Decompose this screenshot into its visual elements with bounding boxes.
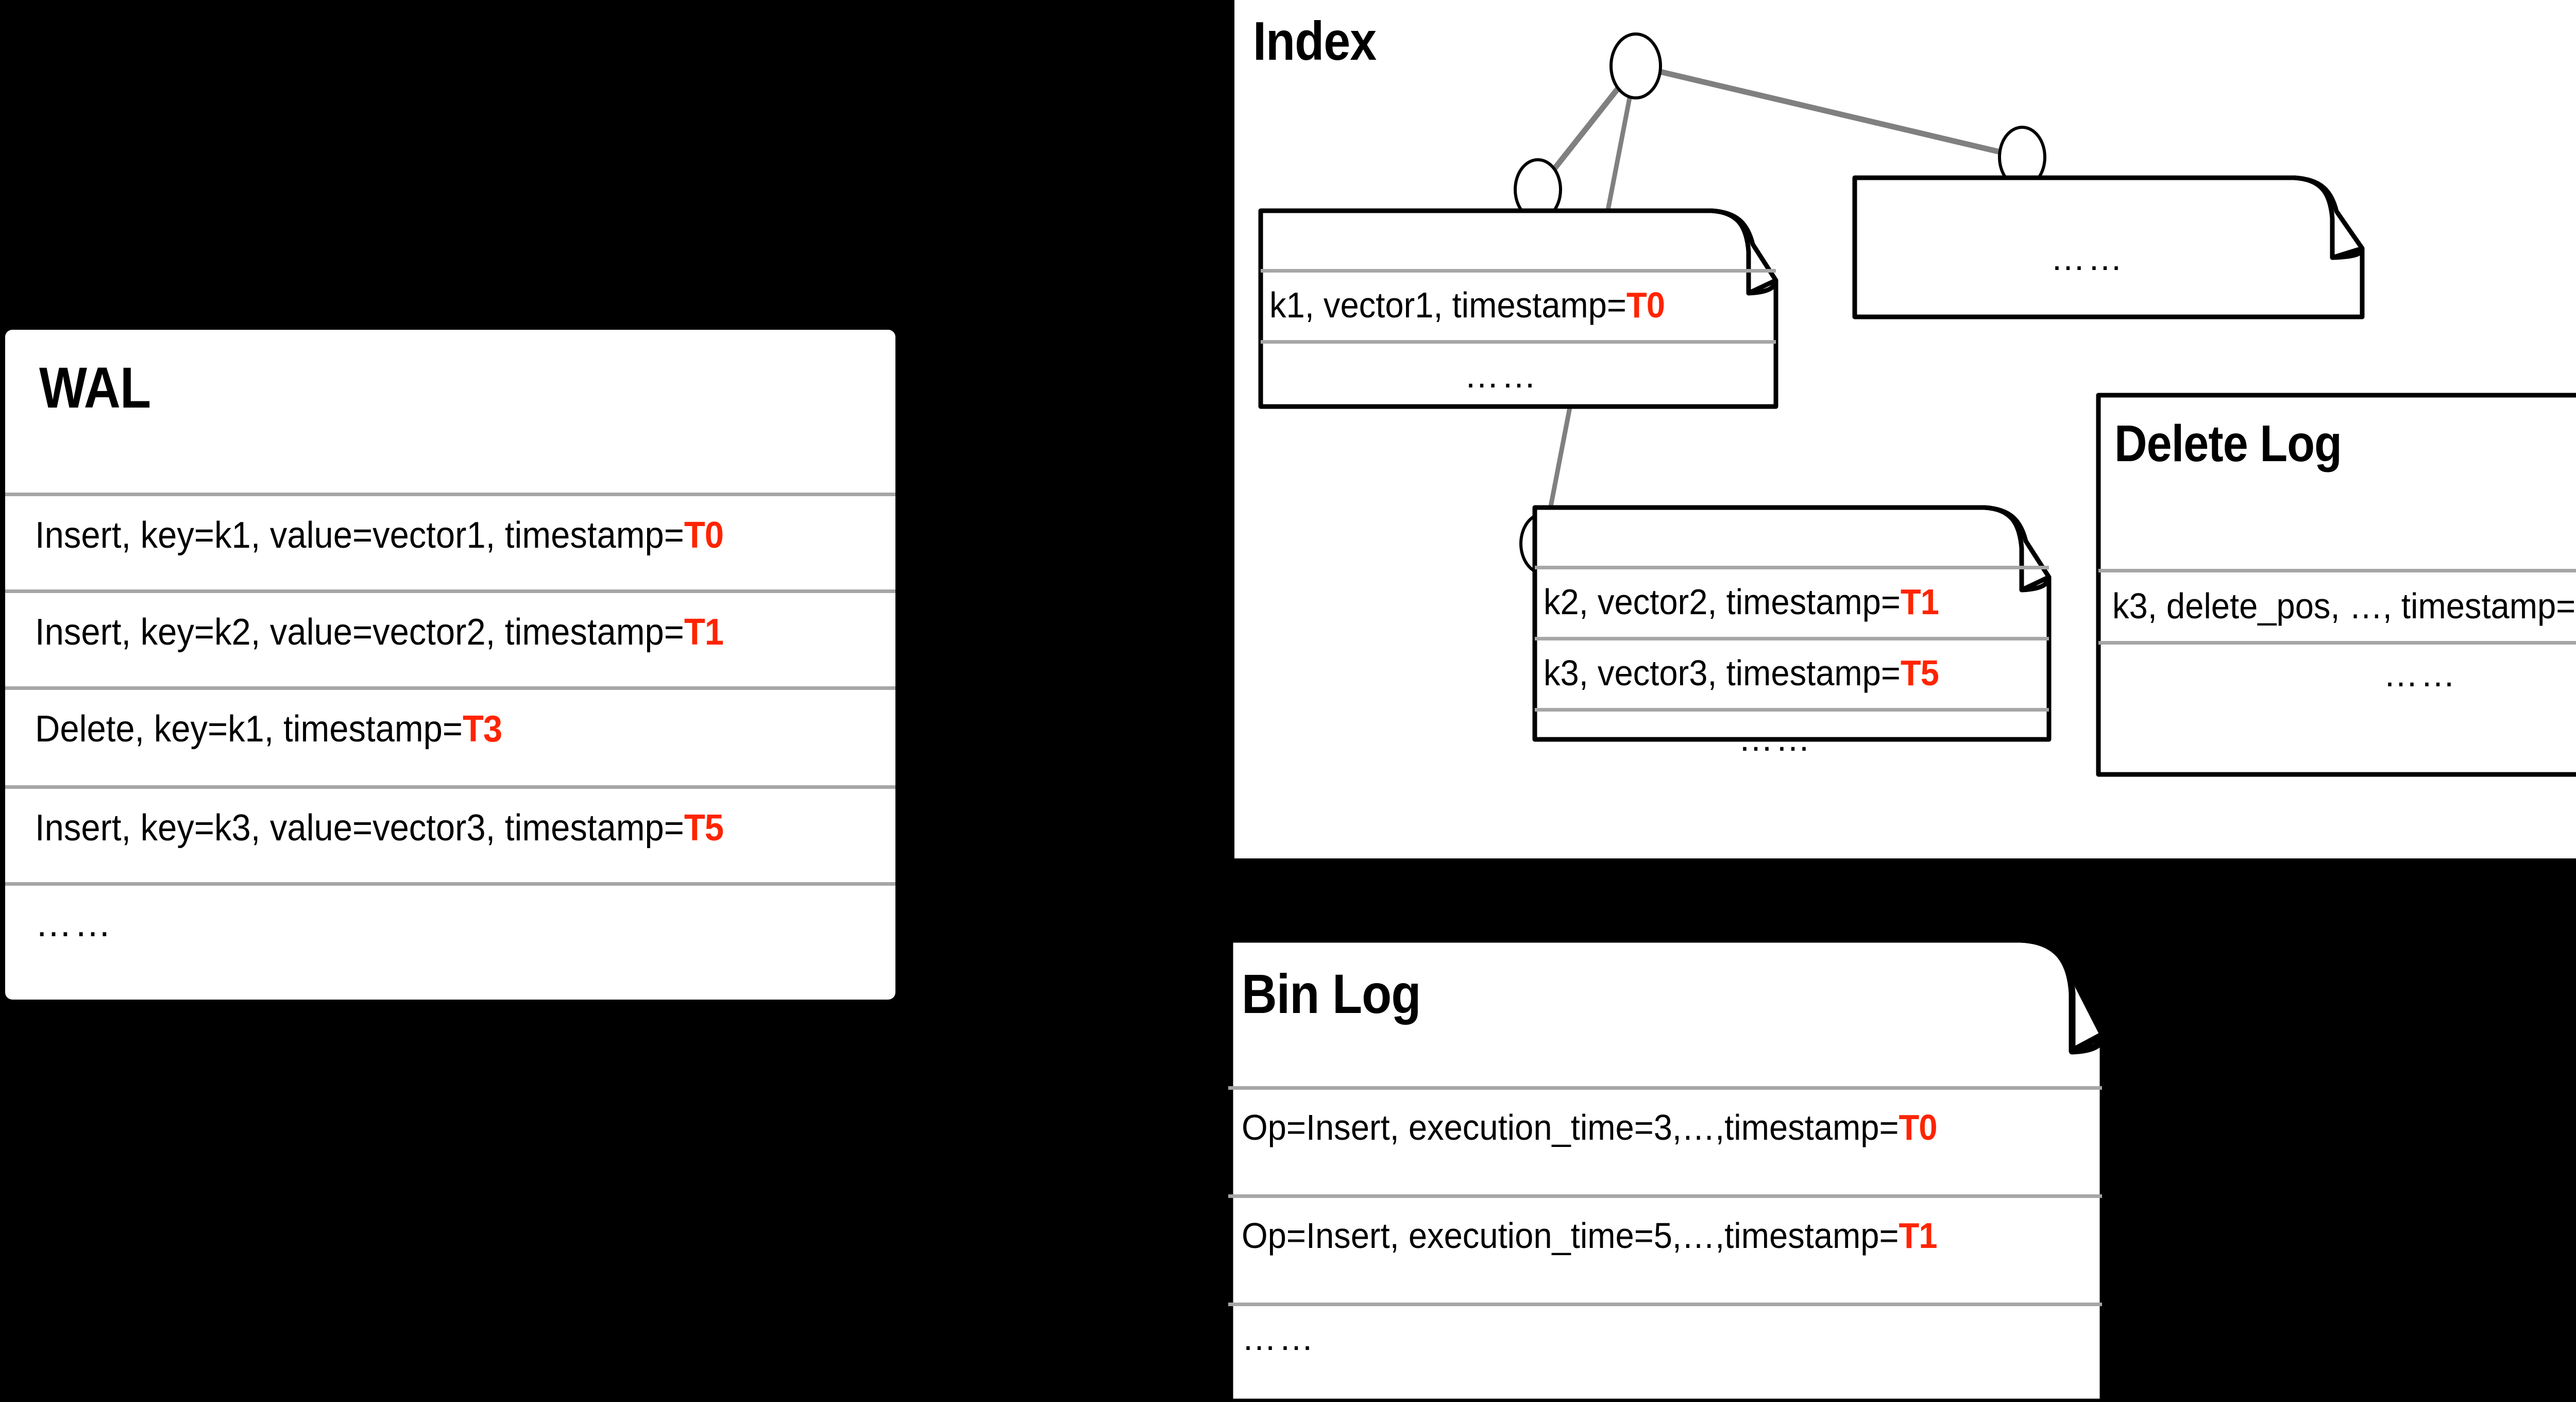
wal-row-3-text: Delete, key=k1, timestamp=: [35, 708, 463, 750]
wal-title: WAL: [39, 356, 151, 420]
bin-log-divider: [1228, 1303, 2102, 1306]
wal-divider: [5, 785, 895, 789]
wal-row-4-text: Insert, key=k3, value=vector3, timestamp…: [35, 807, 684, 849]
wal-row-3: Delete, key=k1, timestamp=T3: [35, 708, 502, 750]
root-node: [1609, 32, 1662, 99]
wal-row-1-text: Insert, key=k1, value=vector1, timestamp…: [35, 515, 684, 556]
delete-log-divider: [2098, 641, 2576, 645]
index-card-k2-k3-row-2: k3, vector3, timestamp=T5: [1544, 652, 1939, 694]
index-card-k1-divider: [1261, 340, 1776, 344]
index-title: Index: [1253, 11, 1377, 72]
index-card-ellipsis: ……: [1852, 175, 2365, 319]
bin-log-row-1: Op=Insert, execution_time=3,…,timestamp=…: [1242, 1107, 1938, 1148]
index-card-k1-row-1: k1, vector1, timestamp=T0: [1269, 284, 1665, 326]
index-card-ellipsis-dots: ……: [2050, 239, 2125, 278]
index-card-k1-divider: [1261, 269, 1776, 273]
wal-row-2-timestamp: T1: [684, 612, 724, 653]
delete-log-title: Delete Log: [2114, 415, 2342, 472]
wal-row-3-timestamp: T3: [462, 708, 502, 750]
bin-log-row-1-timestamp: T0: [1899, 1107, 1937, 1147]
index-card-k1-row-1-timestamp: T0: [1626, 285, 1665, 325]
index-card-k1-row-1-text: k1, vector1, timestamp=: [1269, 285, 1626, 325]
index-card-k2-k3-row-1-timestamp: T1: [1900, 582, 1939, 622]
bin-log-divider: [1228, 1086, 2102, 1090]
bin-log-title: Bin Log: [1242, 962, 1421, 1025]
index-card-k1-ellipsis: ……: [1464, 356, 1538, 395]
bin-log-divider: [1228, 1194, 2102, 1198]
wal-row-4: Insert, key=k3, value=vector3, timestamp…: [35, 807, 724, 849]
bin-log-row-2: Op=Insert, execution_time=5,…,timestamp=…: [1242, 1215, 1938, 1256]
bin-log-row-2-text: Op=Insert, execution_time=5,…,timestamp=: [1242, 1215, 1899, 1256]
bin-log-card: Bin Log Op=Insert, execution_time=3,…,ti…: [1226, 936, 2222, 1402]
wal-row-1-timestamp: T0: [684, 515, 724, 556]
bin-log-row-1-text: Op=Insert, execution_time=3,…,timestamp=: [1242, 1107, 1899, 1147]
wal-divider: [5, 686, 895, 690]
delete-log-card: Delete Log k3, delete_pos, …, timestamp=…: [2096, 393, 2576, 777]
bin-log-ellipsis: ……: [1242, 1319, 1316, 1358]
wal-ellipsis: ……: [35, 903, 113, 944]
index-card-k2-k3-ellipsis: ……: [1738, 719, 1812, 758]
index-card-k1: k1, vector1, timestamp=T0 ……: [1258, 208, 1778, 409]
index-panel: Index k1, vector1, timesta: [1234, 0, 2576, 858]
index-card-k2-k3-divider: [1535, 566, 2049, 569]
delete-log-row-1: k3, delete_pos, …, timestamp=T3: [2112, 585, 2576, 627]
wal-divider: [5, 589, 895, 593]
wal-panel: WAL Insert, key=k1, value=vector1, times…: [5, 330, 895, 1000]
wal-row-2: Insert, key=k2, value=vector2, timestamp…: [35, 611, 724, 653]
delete-log-row-1-text: k3, delete_pos, …, timestamp=: [2112, 586, 2576, 626]
index-card-k2-k3: k2, vector2, timestamp=T1 k3, vector3, t…: [1532, 505, 2052, 758]
bin-log-row-2-timestamp: T1: [1899, 1215, 1937, 1256]
index-card-k2-k3-divider: [1535, 708, 2049, 712]
delete-log-divider: [2098, 569, 2576, 572]
delete-log-ellipsis: ……: [2383, 655, 2458, 694]
wal-row-1: Insert, key=k1, value=vector1, timestamp…: [35, 514, 724, 556]
index-card-k2-k3-row-2-timestamp: T5: [1900, 653, 1939, 693]
index-card-k2-k3-divider: [1535, 637, 2049, 640]
wal-row-4-timestamp: T5: [684, 807, 724, 849]
wal-divider: [5, 493, 895, 496]
index-card-k2-k3-row-1: k2, vector2, timestamp=T1: [1544, 581, 1939, 622]
index-card-k2-k3-row-2-text: k3, vector3, timestamp=: [1544, 653, 1901, 693]
wal-divider: [5, 882, 895, 886]
index-card-k2-k3-row-1-text: k2, vector2, timestamp=: [1544, 582, 1901, 622]
wal-row-2-text: Insert, key=k2, value=vector2, timestamp…: [35, 612, 684, 653]
